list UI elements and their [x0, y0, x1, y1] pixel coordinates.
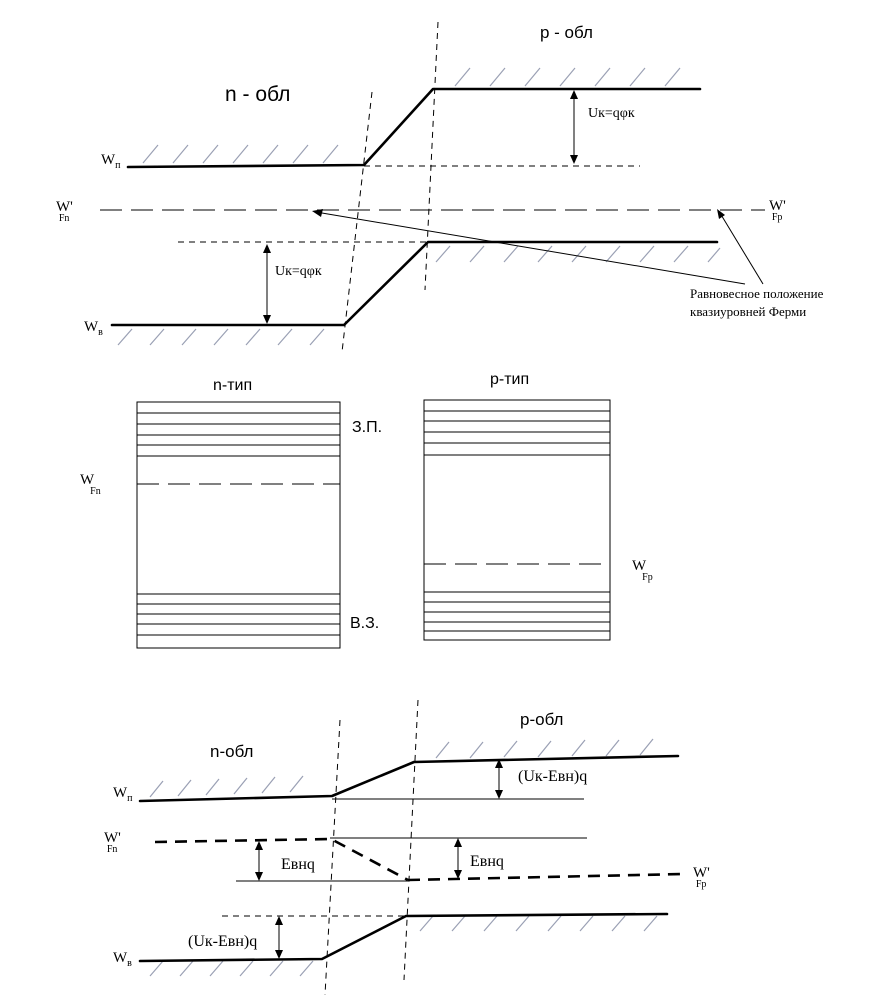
p-type-conduction-lines — [424, 410, 610, 456]
biased-conduction-label: Wп — [113, 785, 133, 804]
biased-n-region-label: n-обл — [210, 742, 253, 761]
equilibrium-junction-diagram: n - обл p - обл Wп Wв W'Fn W'Fp Uк=qφк U… — [56, 21, 824, 353]
separate-semiconductors-diagram: n-тип p-тип — [80, 371, 653, 649]
barrier-label-upper: Uк=qφк — [588, 106, 635, 121]
conduction-band-label: Wп — [101, 152, 121, 171]
valence-band-hatching — [117, 245, 721, 346]
shift-label-right: Eвнq — [470, 853, 504, 870]
p-type-box — [423, 399, 611, 641]
biased-valence-hatching — [149, 915, 658, 977]
biased-barrier-label-upper: (Uк-Eвн)q — [518, 768, 587, 785]
conduction-band-level — [126, 87, 702, 169]
barrier-arrow-upper — [570, 90, 578, 164]
valence-band-label: Wв — [84, 319, 103, 338]
fermi-n-label: W'Fn — [56, 199, 73, 224]
fermi-pointer-arrows — [312, 209, 764, 285]
barrier-arrow-lower — [263, 244, 271, 324]
valence-band-abbrev: В.З. — [350, 615, 379, 632]
p-type-label: p-тип — [490, 371, 529, 388]
biased-junction-diagram: n-обл p-обл Wп Wв W'Fn W'Fp (Uк-Eвн)q (U… — [104, 699, 710, 996]
conduction-band-abbrev: З.П. — [352, 419, 382, 436]
n-type-box — [136, 401, 341, 649]
barrier-label-lower: Uк=qφк — [275, 264, 322, 279]
fermi-note-line2: квазиуровней Ферми — [690, 304, 806, 319]
n-type-conduction-lines — [137, 412, 340, 457]
biased-barrier-arrow-lower — [275, 916, 283, 959]
valence-band-level — [110, 240, 719, 327]
shift-arrow-left — [255, 841, 263, 881]
biased-conduction-hatching — [149, 738, 654, 798]
n-region-label: n - обл — [225, 83, 290, 106]
biased-p-region-label: p-обл — [520, 710, 563, 729]
quasi-fermi-level-p — [407, 872, 685, 882]
biased-barrier-arrow-upper — [495, 759, 503, 799]
biased-junction-boundary-right — [403, 699, 419, 981]
shift-label-left: Eвнq — [281, 856, 315, 873]
n-type-label: n-тип — [213, 377, 252, 394]
biased-junction-boundary-left — [324, 719, 341, 996]
conduction-band-hatching — [142, 67, 681, 164]
biased-conduction-band — [138, 754, 680, 803]
p-type-valence-lines — [424, 591, 610, 632]
biased-fermi-n-label: W'Fn — [104, 830, 121, 855]
shift-arrow-right — [454, 838, 462, 879]
biased-valence-band — [138, 912, 669, 963]
junction-boundary-right — [424, 21, 439, 291]
fermi-note-line1: Равновесное положение — [690, 286, 824, 301]
biased-barrier-label-lower: (Uк-Eвн)q — [188, 933, 257, 950]
p-region-label: p - обл — [540, 23, 593, 42]
fermi-p-label: W'Fp — [769, 198, 786, 223]
biased-fermi-p-label: W'Fp — [693, 865, 710, 890]
n-type-valence-lines — [137, 593, 340, 636]
biased-valence-label: Wв — [113, 950, 132, 969]
